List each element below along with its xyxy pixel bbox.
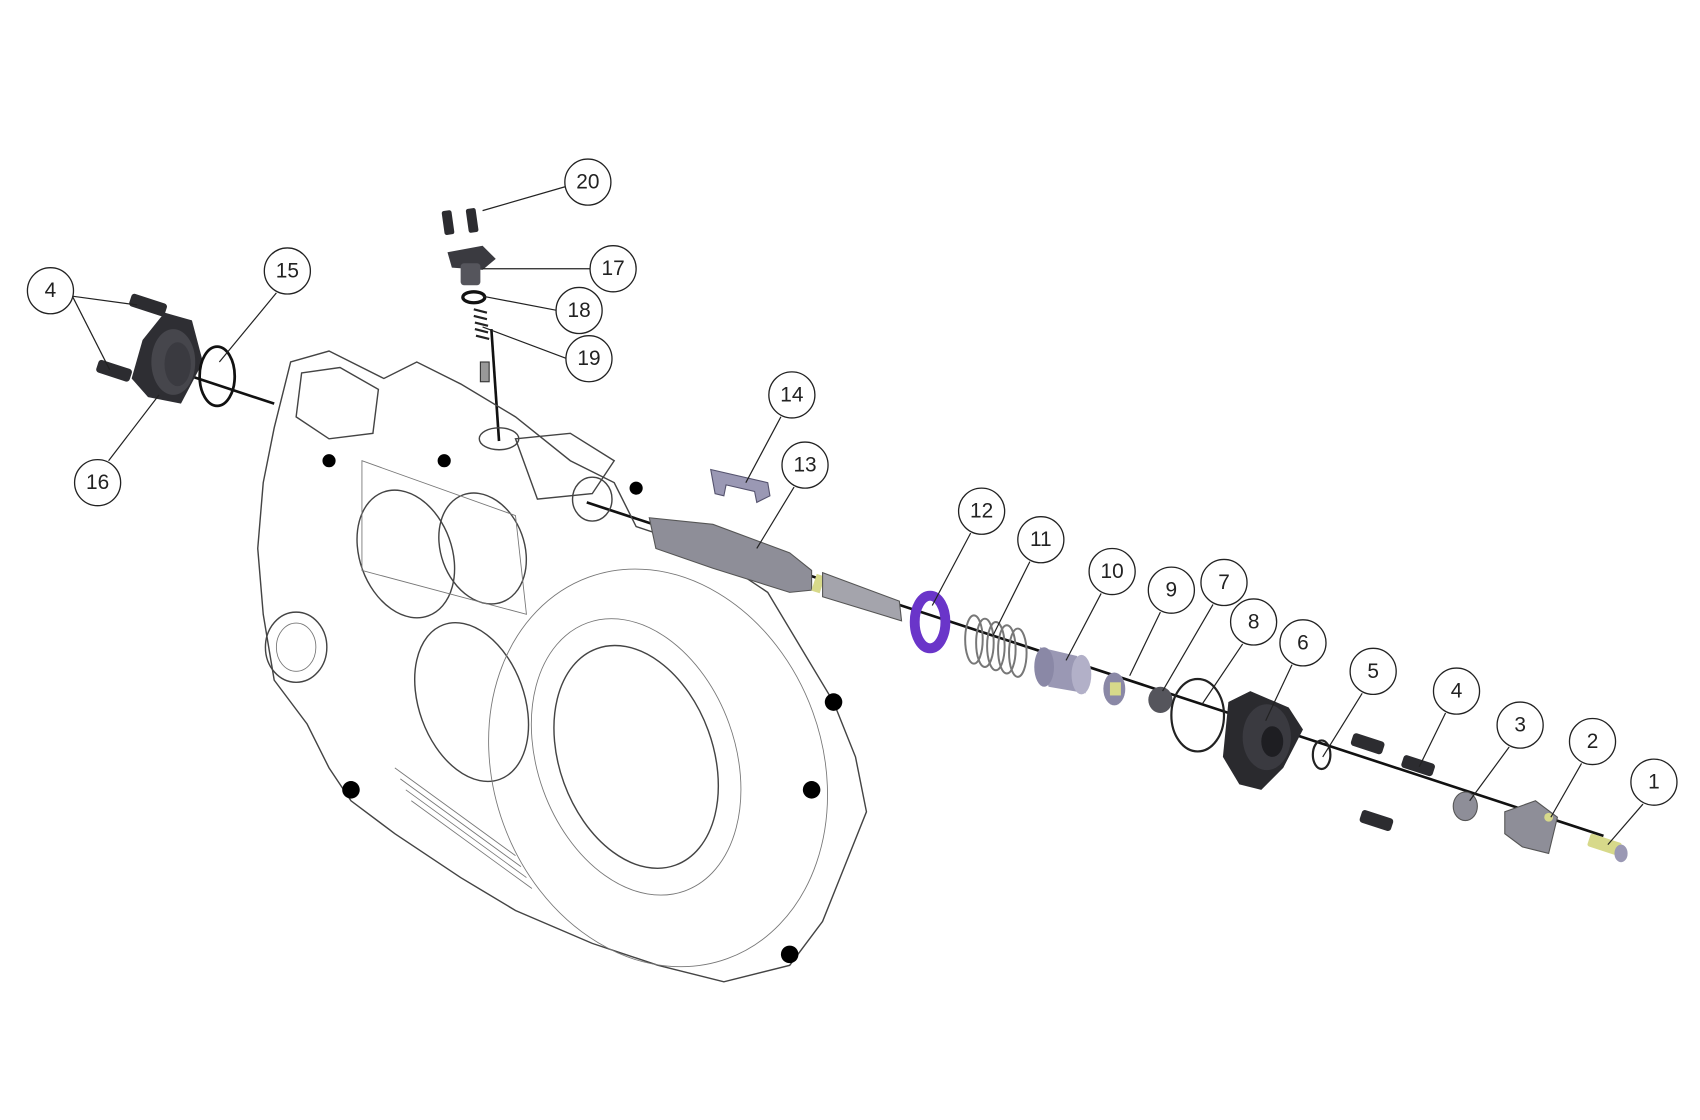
callout-label: 20 <box>576 171 599 194</box>
detent-spring <box>473 308 490 383</box>
o-ring-left <box>198 345 237 408</box>
clevis-fork <box>1504 800 1559 855</box>
callout-2: 2 <box>1568 717 1617 766</box>
callout-19: 19 <box>565 335 613 383</box>
callout-label: 13 <box>793 454 816 477</box>
callout-16: 16 <box>73 458 122 507</box>
callout-4-left: 4 <box>26 267 75 315</box>
callout-15: 15 <box>263 247 312 295</box>
callout-label: 6 <box>1297 631 1309 654</box>
callout-label: 15 <box>276 259 299 282</box>
callout-label: 2 <box>1587 730 1599 753</box>
bushing <box>1148 686 1173 714</box>
washer-purple <box>909 590 951 654</box>
callout-10: 10 <box>1088 547 1136 596</box>
castellated-nut <box>1103 672 1126 706</box>
callout-label: 12 <box>970 500 993 523</box>
leader-lines <box>71 185 1644 846</box>
callout-label: 11 <box>1030 528 1052 551</box>
callout-label: 10 <box>1101 560 1124 583</box>
callout-3: 3 <box>1496 701 1544 749</box>
callout-12: 12 <box>957 487 1006 535</box>
spring <box>964 614 1028 678</box>
screw-pair-top <box>441 208 479 235</box>
cover-flange-right <box>1222 691 1303 790</box>
o-ring-small <box>1311 739 1332 771</box>
callout-9: 9 <box>1147 566 1196 614</box>
callout-14: 14 <box>768 371 816 419</box>
sensor-cap <box>447 245 496 286</box>
callout-label: 16 <box>86 471 109 494</box>
clip <box>710 468 771 504</box>
callout-4-right: 4 <box>1432 667 1481 715</box>
bolts-left <box>96 293 167 382</box>
callout-1: 1 <box>1630 758 1678 806</box>
callout-17: 17 <box>589 245 637 293</box>
callout-label: 8 <box>1248 610 1260 633</box>
assembly-axis <box>164 328 1604 838</box>
sleeve <box>1034 647 1092 695</box>
callout-5: 5 <box>1349 647 1397 696</box>
callout-18: 18 <box>555 286 603 335</box>
bolts-right <box>1350 733 1435 832</box>
callout-label: 19 <box>577 347 600 370</box>
o-ring-large <box>1170 677 1226 753</box>
callout-13: 13 <box>781 441 829 489</box>
cover-flange-left <box>131 312 203 404</box>
callout-label: 4 <box>45 279 57 302</box>
callout-label: 9 <box>1166 579 1178 602</box>
nut <box>1452 791 1478 822</box>
shift-shaft <box>648 517 903 622</box>
callout-label: 4 <box>1451 680 1463 703</box>
callout-6: 6 <box>1279 619 1327 667</box>
bolt-yellow <box>1587 833 1628 863</box>
callout-label: 3 <box>1514 714 1526 737</box>
callout-20: 20 <box>564 158 612 206</box>
callout-7: 7 <box>1200 558 1248 607</box>
callout-label: 5 <box>1367 660 1379 683</box>
seal-ring <box>461 290 487 305</box>
callout-8: 8 <box>1229 598 1278 646</box>
callout-label: 7 <box>1218 571 1230 594</box>
callout-label: 14 <box>780 383 803 406</box>
callout-label: 17 <box>602 257 625 280</box>
gearbox-housing <box>257 350 868 983</box>
callout-label: 1 <box>1648 771 1660 794</box>
callout-11: 11 <box>1017 516 1065 564</box>
callout-label: 18 <box>568 299 591 322</box>
